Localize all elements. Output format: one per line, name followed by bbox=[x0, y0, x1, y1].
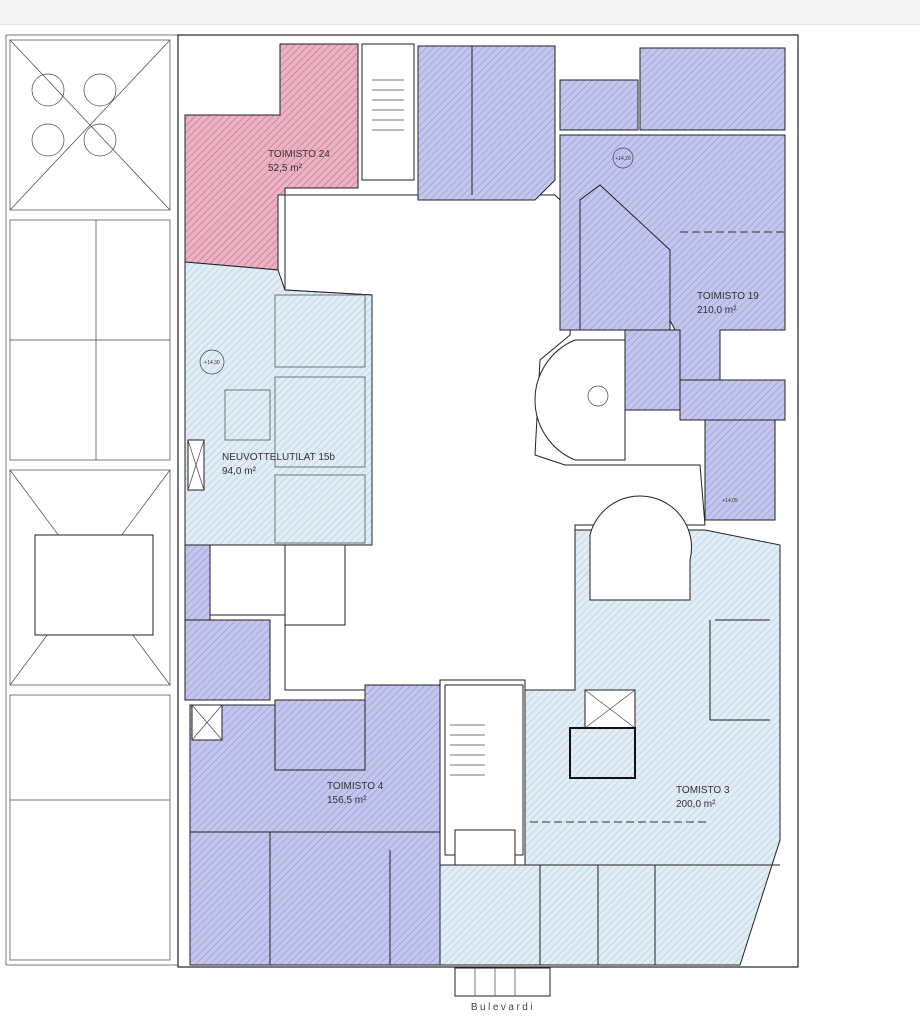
elevators-south bbox=[454, 829, 516, 866]
staircase-south bbox=[444, 684, 524, 856]
elevation-label: +14,20 bbox=[615, 156, 631, 162]
elevation-marker bbox=[199, 349, 225, 375]
room-east-corridor[interactable] bbox=[679, 379, 786, 421]
meeting-room-partitions bbox=[224, 294, 366, 544]
spiral-staircase bbox=[534, 339, 626, 461]
svg-text:52,5 m²: 52,5 m² bbox=[268, 163, 303, 174]
elevation-label: +14,05 bbox=[722, 498, 738, 504]
label-toimisto-4: TOIMISTO 4 156,5 m² bbox=[327, 781, 384, 806]
staircase-west bbox=[209, 544, 286, 616]
elevation-label: +14,30 bbox=[204, 360, 220, 366]
svg-text:NEUVOTTELUTILAT 15b: NEUVOTTELUTILAT 15b bbox=[222, 452, 335, 463]
wc-east bbox=[569, 727, 636, 779]
column-circles bbox=[31, 73, 117, 157]
neighbor-building bbox=[5, 34, 179, 966]
room-wc-north[interactable] bbox=[559, 79, 639, 131]
viewer-top-bar bbox=[0, 0, 920, 25]
room-tomisto-3[interactable] bbox=[439, 529, 781, 966]
stair-treads bbox=[372, 79, 404, 131]
label-toimisto-24: TOIMISTO 24 52,5 m² bbox=[268, 149, 330, 174]
elevation-marker bbox=[612, 147, 634, 169]
street-label: Bulevardi bbox=[471, 1002, 535, 1013]
label-toimisto-19: TOIMISTO 19 210,0 m² bbox=[697, 291, 759, 316]
svg-text:156,5 m²: 156,5 m² bbox=[327, 795, 367, 806]
label-neuvottelutilat-15b: NEUVOTTELUTILAT 15b 94,0 m² bbox=[222, 452, 335, 477]
building-outline bbox=[177, 34, 799, 968]
svg-text:TOIMISTO 19: TOIMISTO 19 bbox=[697, 291, 759, 302]
staircase-north bbox=[361, 43, 415, 181]
street-bay bbox=[454, 967, 551, 997]
room-toimisto-24[interactable] bbox=[184, 43, 359, 271]
room-toimisto-19-octagon[interactable] bbox=[579, 184, 671, 331]
staircase-east bbox=[589, 495, 693, 601]
room-neuvottelutilat-15b[interactable] bbox=[184, 261, 373, 546]
room-north-office[interactable] bbox=[417, 45, 556, 201]
room-north-east[interactable] bbox=[639, 47, 786, 131]
svg-text:TOMISTO 3: TOMISTO 3 bbox=[676, 785, 730, 796]
room-west-small[interactable] bbox=[184, 544, 211, 626]
svg-text:210,0 m²: 210,0 m² bbox=[697, 305, 737, 316]
room-west-office[interactable] bbox=[184, 619, 271, 701]
room-east-narrow[interactable] bbox=[704, 419, 776, 521]
room-east-small[interactable] bbox=[624, 329, 681, 411]
label-tomisto-3: TOMISTO 3 200,0 m² bbox=[676, 785, 730, 810]
svg-text:94,0 m²: 94,0 m² bbox=[222, 466, 257, 477]
svg-text:TOIMISTO 24: TOIMISTO 24 bbox=[268, 149, 330, 160]
room-toimisto-4-north[interactable] bbox=[274, 699, 366, 771]
svg-text:200,0 m²: 200,0 m² bbox=[676, 799, 716, 810]
svg-text:TOIMISTO 4: TOIMISTO 4 bbox=[327, 781, 384, 792]
